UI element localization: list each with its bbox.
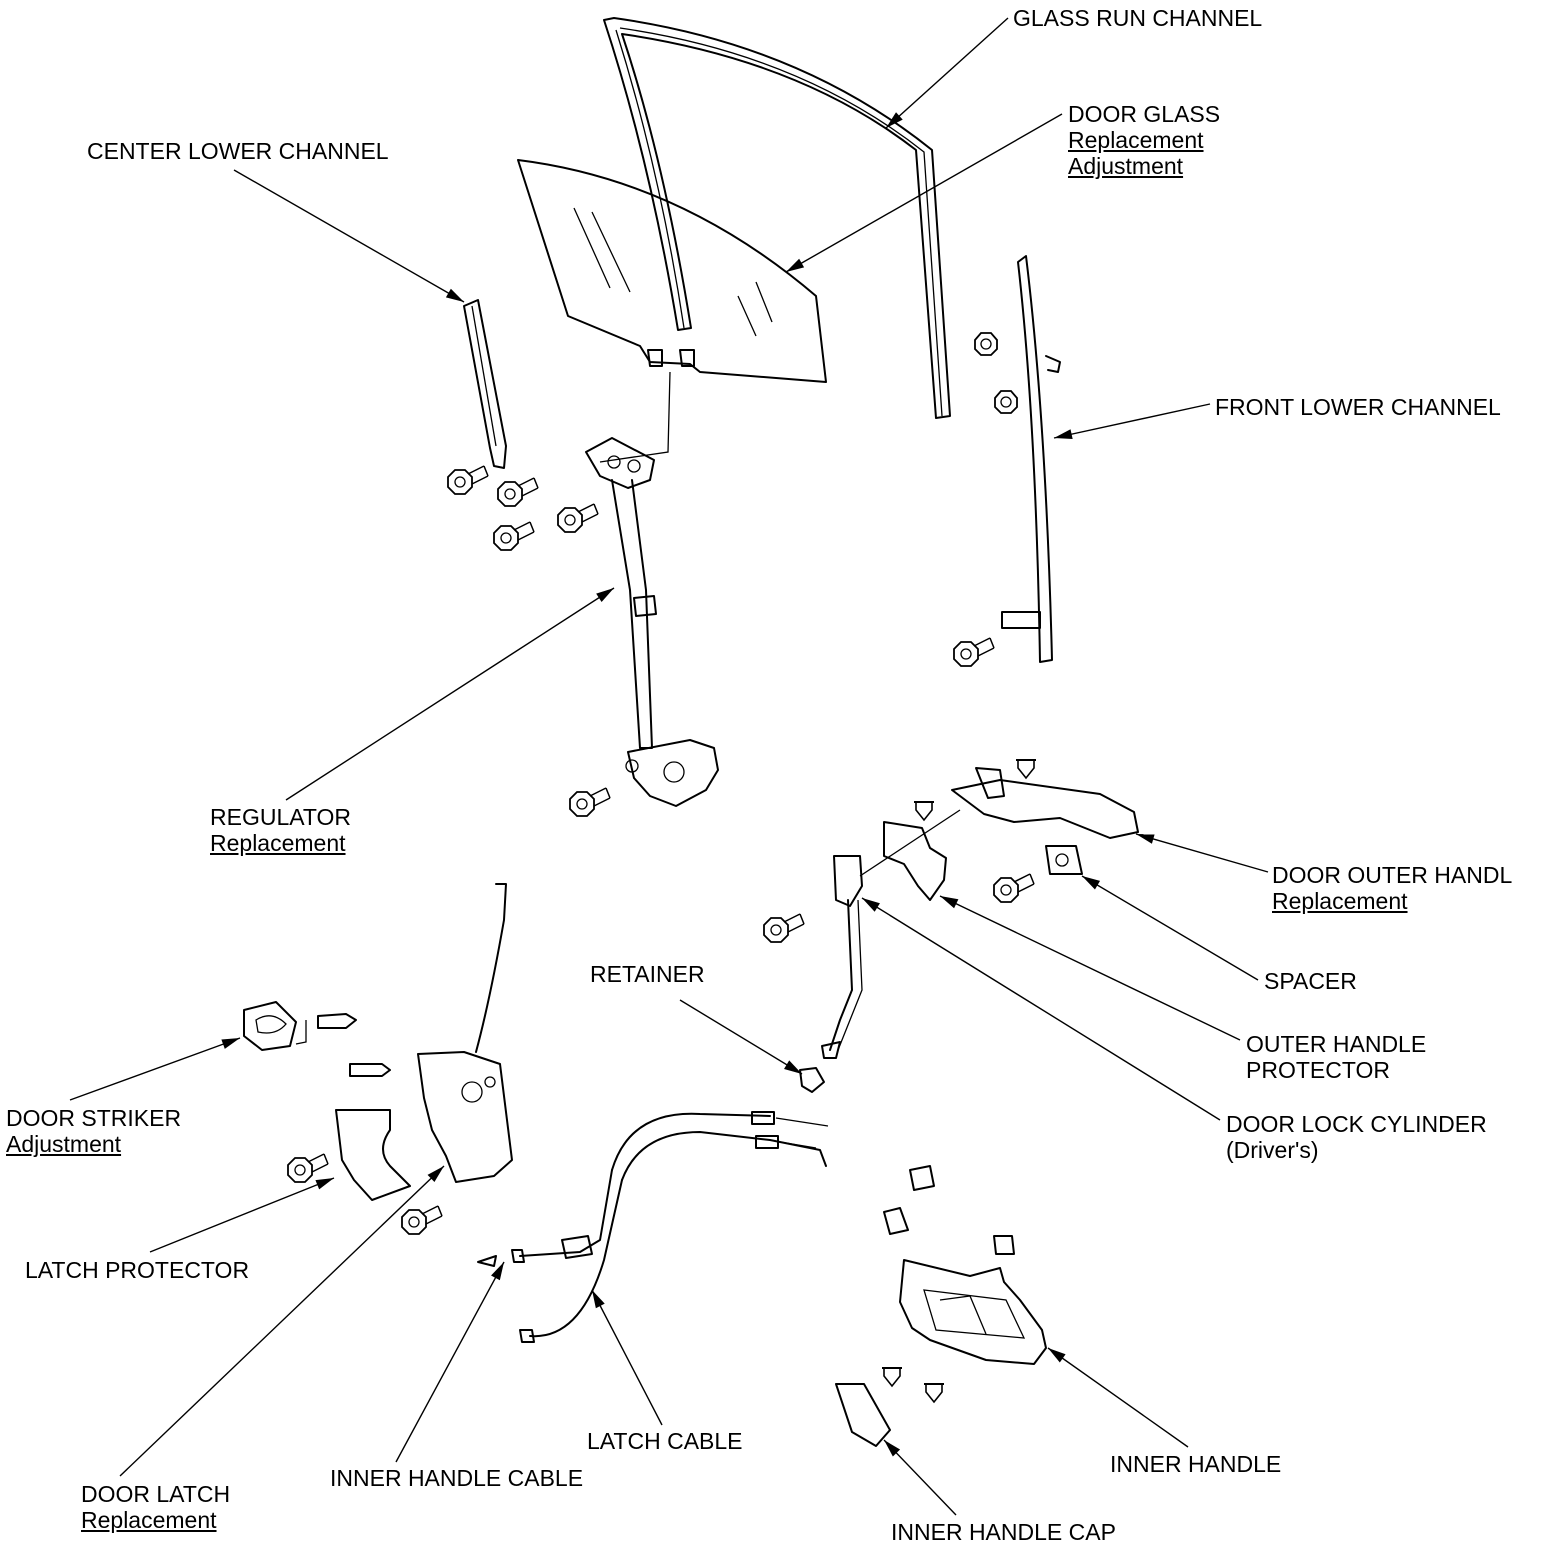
spacer-text: SPACER [1264, 968, 1357, 994]
arrowhead-door-lock-cylinder [862, 898, 880, 912]
arrowhead-regulator [596, 588, 614, 602]
door-latch-drawing [417, 883, 513, 1183]
leader-door-latch [119, 1165, 445, 1477]
label-door-latch: DOOR LATCH Replacement [81, 1481, 230, 1533]
arrowhead-front-lower-channel [1054, 429, 1073, 440]
inner-handle-cap-text: INNER HANDLE CAP [891, 1519, 1116, 1545]
arrowhead-center-lower-channel [445, 288, 464, 302]
regulator-replacement-link[interactable]: Replacement [210, 830, 346, 856]
leader-glass-run-channel [885, 17, 1009, 129]
retainer-text: RETAINER [590, 961, 705, 987]
cables-drawing [477, 1111, 829, 1343]
center-lower-channel-drawing [463, 299, 507, 469]
door-striker-text: DOOR STRIKER [6, 1105, 182, 1131]
door-glass-replacement-link[interactable]: Replacement [1068, 127, 1204, 153]
center-lower-channel-text: CENTER LOWER CHANNEL [87, 138, 389, 164]
label-door-striker: DOOR STRIKER Adjustment [6, 1105, 181, 1157]
label-regulator: REGULATOR Replacement [210, 804, 351, 856]
door-glass-adjustment-link[interactable]: Adjustment [1068, 153, 1184, 179]
regulator-text: REGULATOR [210, 804, 352, 830]
arrowhead-door-glass [786, 258, 805, 272]
latch-protector-text: LATCH PROTECTOR [25, 1257, 250, 1283]
arrowhead-inner-handle-cap [884, 1440, 901, 1457]
door-latch-replacement-link[interactable]: Replacement [81, 1507, 217, 1533]
leader-regulator [285, 587, 615, 801]
leader-outer-handle-protector [939, 895, 1241, 1041]
label-spacer: SPACER [1264, 968, 1357, 994]
fasteners [287, 332, 1037, 1403]
leader-retainer [679, 999, 803, 1075]
leader-door-lock-cylinder [861, 897, 1221, 1121]
leader-lines [69, 17, 1269, 1516]
door-outer-handle-text: DOOR OUTER HANDL [1272, 862, 1513, 888]
outer-handle-protector-text-line2: PROTECTOR [1246, 1057, 1390, 1083]
label-latch-cable: LATCH CABLE [587, 1428, 743, 1454]
label-door-glass: DOOR GLASS Replacement Adjustment [1068, 101, 1220, 179]
front-lower-channel-text: FRONT LOWER CHANNEL [1215, 394, 1501, 420]
label-inner-handle: INNER HANDLE [1110, 1451, 1281, 1477]
label-latch-protector: LATCH PROTECTOR [25, 1257, 249, 1283]
arrowhead-door-striker [221, 1038, 240, 1049]
arrowhead-glass-run-channel [886, 112, 903, 128]
door-lock-cylinder-text-line2: (Driver's) [1226, 1137, 1319, 1163]
leader-door-striker [69, 1037, 241, 1101]
label-retainer: RETAINER [590, 961, 705, 987]
door-latch-text: DOOR LATCH [81, 1481, 231, 1507]
inner-handle-drawing [835, 1165, 1047, 1447]
inner-handle-cable-text: INNER HANDLE CABLE [330, 1465, 584, 1491]
leader-spacer [1081, 875, 1259, 981]
door-striker-adjustment-link[interactable]: Adjustment [6, 1131, 122, 1157]
arrowhead-inner-handle-cable [491, 1262, 504, 1281]
arrowhead-door-outer-handle [1136, 834, 1155, 844]
arrowhead-inner-handle [1048, 1348, 1066, 1363]
arrowhead-retainer [784, 1060, 802, 1074]
label-inner-handle-cable: INNER HANDLE CABLE [330, 1465, 583, 1491]
outer-handle-protector-text: OUTER HANDLE [1246, 1031, 1427, 1057]
leader-inner-handle [1047, 1347, 1189, 1448]
door-glass-drawing [517, 159, 827, 463]
leader-door-outer-handle [1135, 833, 1269, 873]
leader-latch-cable [591, 1289, 663, 1426]
arrowhead-door-latch [427, 1166, 444, 1183]
label-glass-run-channel: GLASS RUN CHANNEL [1013, 5, 1262, 31]
glass-run-channel-drawing [603, 17, 951, 419]
latch-protector-drawing [335, 1109, 411, 1201]
leader-front-lower-channel [1053, 403, 1211, 439]
inner-handle-text: INNER HANDLE [1110, 1451, 1282, 1477]
latch-cable-text: LATCH CABLE [587, 1428, 743, 1454]
leader-door-glass [785, 113, 1063, 273]
front-lower-channel-drawing [1001, 255, 1061, 663]
label-door-lock-cylinder: DOOR LOCK CYLINDER (Driver's) [1226, 1111, 1487, 1163]
label-door-outer-handle: DOOR OUTER HANDL Replacement [1272, 862, 1512, 914]
label-center-lower-channel: CENTER LOWER CHANNEL [87, 138, 389, 164]
outer-handle-group-drawing [821, 767, 1139, 1059]
glass-run-channel-text: GLASS RUN CHANNEL [1013, 5, 1263, 31]
label-inner-handle-cap: INNER HANDLE CAP [891, 1519, 1116, 1545]
arrowhead-outer-handle-protector [940, 896, 959, 909]
door-outer-handle-replacement-link[interactable]: Replacement [1272, 888, 1408, 914]
regulator-drawing [585, 437, 719, 807]
arrowhead-spacer [1082, 876, 1101, 890]
door-striker-drawing [243, 1001, 307, 1051]
leader-inner-handle-cable [395, 1261, 505, 1463]
door-lock-cylinder-text: DOOR LOCK CYLINDER [1226, 1111, 1487, 1137]
retainer-drawing [799, 1067, 825, 1093]
door-glass-text: DOOR GLASS [1068, 101, 1221, 127]
leader-latch-protector [149, 1177, 335, 1253]
label-outer-handle-protector: OUTER HANDLE PROTECTOR [1246, 1031, 1426, 1083]
arrowhead-latch-cable [592, 1290, 605, 1309]
arrowhead-latch-protector [315, 1178, 334, 1190]
label-front-lower-channel: FRONT LOWER CHANNEL [1215, 394, 1501, 420]
leader-center-lower-channel [233, 169, 465, 303]
